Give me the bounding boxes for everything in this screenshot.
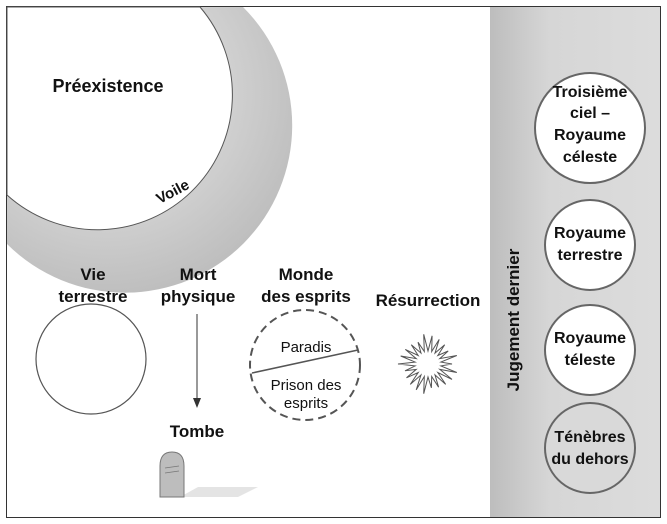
grave-shadow — [180, 487, 258, 497]
spirit-prison-line-2: esprits — [284, 395, 328, 412]
tombstone-icon — [159, 451, 185, 498]
kingdom-celestial-line-2: ciel – — [570, 105, 610, 122]
outer-darkness-line-2: du dehors — [551, 451, 628, 468]
earth-life-line-1: Vie — [80, 265, 105, 284]
grave-label: Tombe — [170, 422, 224, 441]
earth-life-line-2: terrestre — [59, 287, 128, 306]
kingdom-celestial-line-3: Royaume — [554, 127, 626, 144]
kingdom-telestial-line-1: Royaume — [554, 330, 626, 347]
kingdom-celestial-circle — [534, 72, 646, 184]
diagram-frame — [6, 6, 661, 518]
preexistence-group: Préexistence Voile — [6, 6, 293, 293]
kingdom-terrestrial-line-1: Royaume — [554, 225, 626, 242]
kingdom-telestial-line-2: téleste — [565, 352, 616, 369]
death-arrow — [193, 314, 201, 408]
spirit-prison-line-1: Prison des — [271, 377, 342, 394]
spirit-world-header: Monde des esprits — [261, 265, 351, 306]
earth-life-header: Vie terrestre — [59, 265, 128, 306]
kingdom-celestial-line-4: céleste — [563, 149, 617, 166]
physical-death-line-2: physique — [161, 287, 236, 306]
kingdom-terrestrial-line-2: terrestre — [558, 247, 623, 264]
earth-life-circle — [35, 303, 147, 415]
outer-darkness-line-1: Ténèbres — [554, 429, 625, 446]
paradise-label: Paradis — [281, 339, 332, 356]
kingdom-celestial-line-1: Troisième — [553, 84, 628, 101]
resurrection-starburst — [397, 334, 457, 394]
preexistence-area — [6, 6, 233, 231]
death-arrow-head — [193, 398, 201, 408]
spirit-world-line-1: Monde — [279, 265, 334, 284]
spirit-world-divider — [251, 349, 359, 374]
outer-darkness: Ténèbres du dehors — [544, 402, 636, 494]
spirit-world-circle-group: Paradis Prison des esprits — [249, 309, 361, 421]
spirit-world-line-2: des esprits — [261, 287, 351, 306]
kingdom-telestial-circle — [544, 304, 636, 396]
tombstone-engraving — [164, 465, 180, 469]
resurrection-header: Résurrection — [376, 291, 481, 310]
tombstone-engraving — [164, 470, 180, 474]
physical-death-header: Mort physique — [161, 265, 236, 306]
spirit-world-circle — [249, 309, 361, 421]
outer-darkness-circle — [544, 402, 636, 494]
physical-death-line-1: Mort — [180, 265, 217, 284]
preexistence-label: Préexistence — [52, 76, 163, 96]
kingdom-terrestrial: Royaume terrestre — [544, 199, 636, 291]
final-judgment-label: Jugement dernier — [504, 248, 523, 391]
kingdom-celestial: Troisième ciel – Royaume céleste — [534, 72, 646, 184]
grave-group: Tombe — [159, 422, 258, 498]
kingdom-terrestrial-circle — [544, 199, 636, 291]
kingdom-telestial: Royaume téleste — [544, 304, 636, 396]
